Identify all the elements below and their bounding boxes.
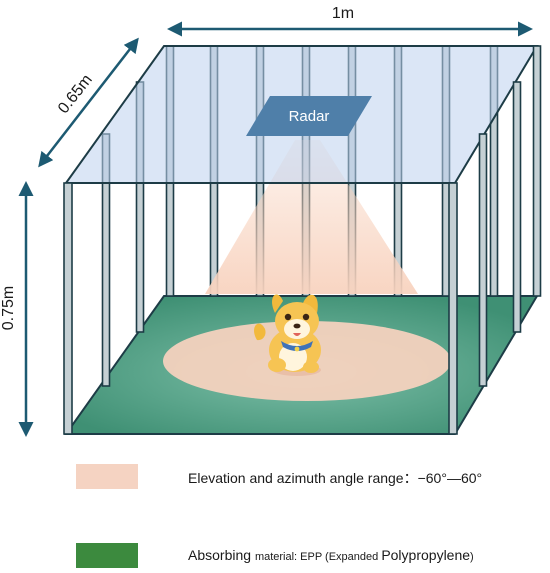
legend-text-part: material: EPP (Expanded	[254, 551, 382, 563]
depth-label: 0.65m	[55, 71, 96, 117]
front-pillar-1	[63, 182, 73, 435]
legend-swatch	[76, 543, 138, 568]
legend-text: Absorbing material: EPP (Expanded Polypr…	[188, 547, 474, 565]
puppy-icon	[254, 294, 321, 376]
legend-text-part: )	[470, 551, 474, 563]
radar-beam-cone	[205, 140, 418, 294]
front-pillar-2	[448, 182, 458, 435]
legend-text-part: Elevation and azimuth angle range：−60°—6…	[188, 470, 483, 486]
legend-row: Absorbing material: EPP (Expanded Polypr…	[0, 543, 550, 573]
width-label: 1m	[332, 5, 354, 22]
front-wall-pillars	[63, 45, 542, 435]
radar-sensor	[246, 96, 372, 136]
height-label: 0.75m	[0, 286, 17, 330]
legend-row: Elevation and azimuth angle range：−60°—6…	[0, 464, 550, 494]
right-pillar-1	[478, 133, 488, 387]
right-pillar-2	[512, 81, 522, 333]
legend-text-part: Polypropylene	[381, 547, 471, 563]
right-pillar-3	[532, 45, 542, 297]
legend-text: Elevation and azimuth angle range：−60°—6…	[188, 468, 482, 488]
depth-dimension-arrow	[38, 37, 139, 168]
radar-label: Radar	[289, 108, 330, 125]
legend-text-part: Absorbing	[188, 547, 255, 563]
legend-swatch	[76, 464, 138, 489]
